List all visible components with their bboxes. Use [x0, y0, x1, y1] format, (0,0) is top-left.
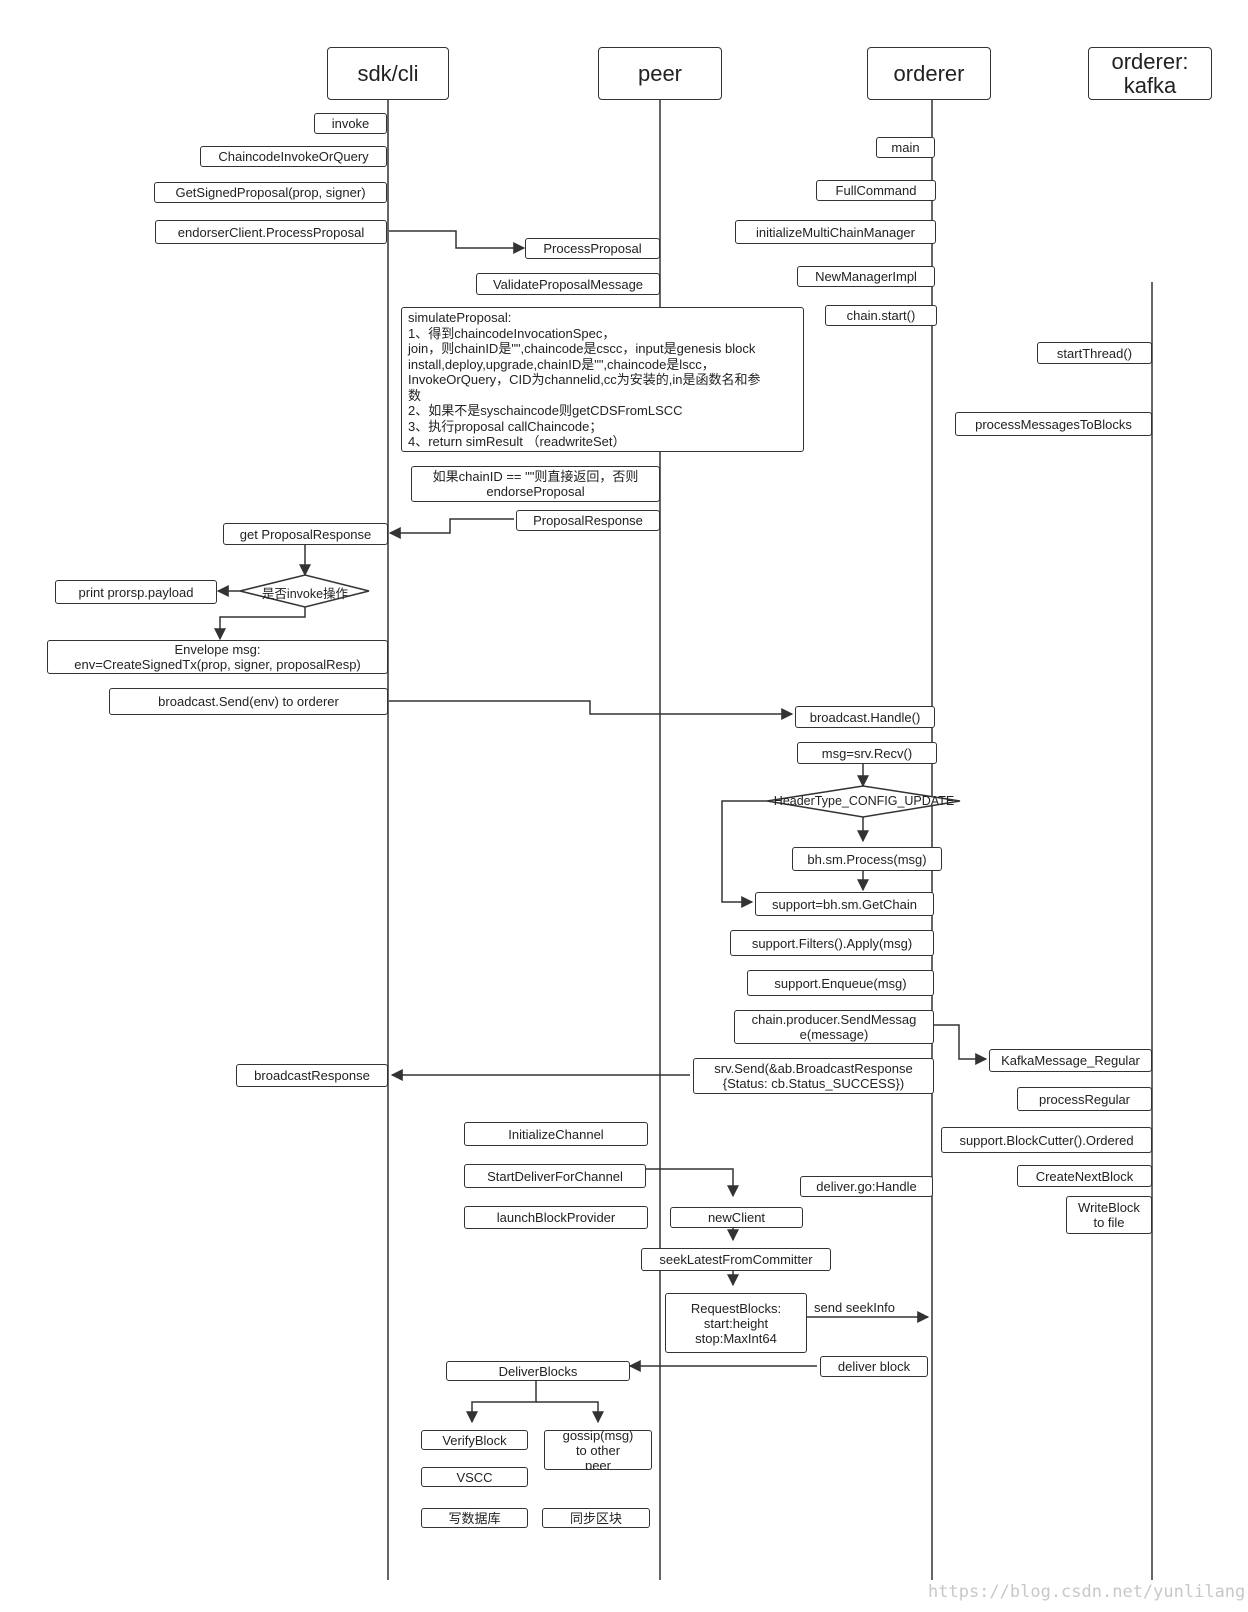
node-initialize-channel: InitializeChannel	[464, 1122, 648, 1146]
node-start-thread: startThread()	[1037, 342, 1152, 364]
node-vscc: VSCC	[421, 1467, 528, 1487]
node-kafka-message-regular: KafkaMessage_Regular	[989, 1049, 1152, 1072]
node-broadcast-response: broadcastResponse	[236, 1064, 388, 1087]
decision-diamond-header	[766, 785, 961, 818]
node-send-message: chain.producer.SendMessag e(message)	[734, 1010, 934, 1044]
node-chain-start: chain.start()	[825, 305, 937, 326]
arrow-kafka-message	[932, 1024, 988, 1065]
node-launch-block-provider: launchBlockProvider	[464, 1206, 648, 1229]
decision-label-header-type: HeaderType_CONFIG_UPDATE	[773, 794, 955, 808]
node-proposal-response: ProposalResponse	[516, 510, 660, 531]
arrow-broadcast	[389, 700, 794, 720]
arrow-decision-getchain	[721, 800, 767, 908]
node-bh-process: bh.sm.Process(msg)	[792, 847, 942, 871]
arrow-to-envelope	[214, 607, 306, 641]
node-broadcast-send: broadcast.Send(env) to orderer	[109, 688, 388, 715]
node-print-payload: print prorsp.payload	[55, 580, 217, 604]
node-filters-apply: support.Filters().Apply(msg)	[730, 930, 934, 956]
node-new-manager-impl: NewManagerImpl	[797, 266, 935, 287]
node-srv-recv: msg=srv.Recv()	[797, 742, 937, 764]
node-srv-send: srv.Send(&ab.BroadcastResponse {Status: …	[693, 1058, 934, 1094]
lane-header-peer: peer	[598, 47, 722, 100]
node-get-chain: support=bh.sm.GetChain	[755, 892, 934, 916]
lane-header-orderer: orderer	[867, 47, 991, 100]
node-process-proposal: ProcessProposal	[525, 238, 660, 259]
node-verify-block: VerifyBlock	[421, 1430, 528, 1450]
node-gossip: gossip(msg) to other peer	[544, 1430, 652, 1470]
node-enqueue: support.Enqueue(msg)	[747, 970, 934, 996]
watermark: https://blog.csdn.net/yunlilang	[928, 1582, 1246, 1602]
node-simulate-proposal: simulateProposal: 1、得到chaincodeInvocatio…	[401, 307, 804, 452]
node-seek-latest: seekLatestFromCommitter	[641, 1248, 831, 1271]
node-broadcast-handle: broadcast.Handle()	[795, 706, 935, 728]
arrow-process-proposal	[389, 230, 526, 254]
node-process-regular: processRegular	[1017, 1087, 1152, 1111]
node-write-block: WriteBlock to file	[1066, 1196, 1152, 1234]
arrow-verify	[466, 1379, 537, 1424]
label-send-seek-info: send seekInfo	[814, 1300, 895, 1315]
lane-header-sdk: sdk/cli	[327, 47, 449, 100]
node-endorser-client: endorserClient.ProcessProposal	[155, 220, 387, 244]
node-chaincode-invoke-or-query: ChaincodeInvokeOrQuery	[200, 146, 387, 167]
node-request-blocks: RequestBlocks: start:height stop:MaxInt6…	[665, 1293, 807, 1353]
node-sync-block: 同步区块	[542, 1508, 650, 1528]
lane-header-kafka: orderer: kafka	[1088, 47, 1212, 100]
node-get-proposal-response: get ProposalResponse	[223, 523, 388, 545]
node-deliver-blocks: DeliverBlocks	[446, 1361, 630, 1381]
node-envelope: Envelope msg: env=CreateSignedTx(prop, s…	[47, 640, 388, 674]
arrow-proposal-response	[388, 518, 514, 539]
arrow-gossip	[536, 1401, 604, 1424]
node-write-db: 写数据库	[421, 1508, 528, 1528]
node-start-deliver: StartDeliverForChannel	[464, 1164, 646, 1188]
node-deliver-block: deliver block	[820, 1356, 928, 1377]
node-init-multichain: initializeMultiChainManager	[735, 220, 936, 244]
decision-label-invoke: 是否invoke操作	[261, 587, 349, 601]
node-invoke: invoke	[314, 113, 387, 134]
node-new-client: newClient	[670, 1207, 803, 1228]
node-get-signed-proposal: GetSignedProposal(prop, signer)	[154, 182, 387, 203]
arrow-start-deliver	[646, 1168, 739, 1198]
node-process-messages: processMessagesToBlocks	[955, 412, 1152, 436]
node-validate-proposal: ValidateProposalMessage	[476, 273, 660, 295]
node-full-command: FullCommand	[816, 180, 936, 201]
node-deliver-handle: deliver.go:Handle	[800, 1176, 933, 1197]
node-if-chain-id: 如果chainID == ""则直接返回，否则 endorseProposal	[411, 466, 660, 502]
node-create-next-block: CreateNextBlock	[1017, 1165, 1152, 1187]
decision-diamond-invoke	[239, 574, 370, 608]
node-block-cutter: support.BlockCutter().Ordered	[941, 1127, 1152, 1153]
node-main: main	[876, 137, 935, 158]
